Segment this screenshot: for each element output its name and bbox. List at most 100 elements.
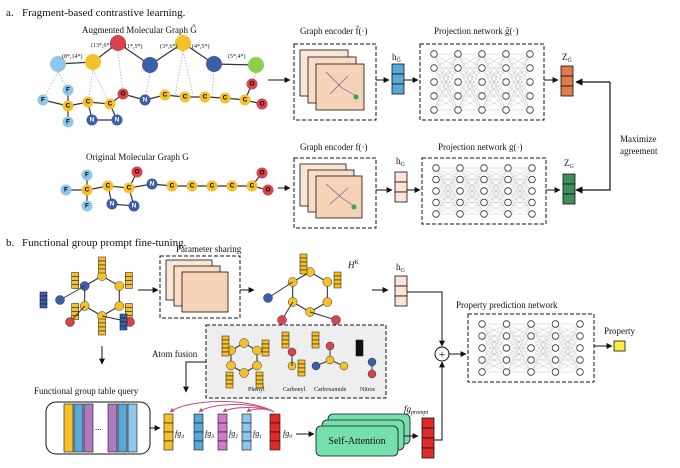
projection-aug-title: Projection network g̃(·) — [434, 26, 518, 36]
network-node — [480, 210, 488, 218]
svg-text:O: O — [249, 81, 254, 88]
arrow — [183, 361, 206, 393]
atom-node: O — [256, 98, 268, 110]
network-node — [478, 106, 486, 114]
svg-text:C: C — [183, 94, 188, 101]
svg-text:F: F — [64, 187, 68, 194]
network-node — [528, 164, 536, 172]
property-label: Property — [604, 326, 635, 336]
network-node — [478, 332, 486, 340]
svg-text:N: N — [132, 203, 137, 210]
network-node — [478, 368, 486, 376]
network-node — [502, 344, 511, 352]
table-query-label: Functional group table query — [34, 386, 139, 396]
svg-text:F: F — [41, 97, 45, 104]
svg-text:C: C — [203, 94, 208, 101]
atom-node: F — [62, 84, 74, 96]
atom-node: F — [60, 184, 72, 196]
network-node — [430, 64, 438, 72]
svg-text:F: F — [66, 87, 70, 94]
fragment-node — [110, 35, 126, 51]
network-node — [480, 164, 488, 172]
svg-text:N: N — [143, 97, 148, 104]
fragment-node — [248, 57, 264, 73]
atom-node: C — [82, 96, 94, 108]
atom-node: O — [256, 167, 268, 179]
network-node — [527, 356, 535, 364]
h-orig-label: hG — [396, 156, 406, 168]
hg-label: hG — [396, 262, 406, 274]
atom-node: F — [81, 200, 93, 212]
svg-text:C: C — [223, 95, 228, 102]
atom-node: O — [117, 88, 129, 100]
atom-node: C — [102, 180, 114, 192]
atom-node: C — [226, 180, 238, 192]
network-node — [430, 106, 438, 114]
network-node — [456, 210, 464, 218]
arrow — [434, 361, 445, 441]
network-node — [526, 50, 534, 58]
atom-node: C — [206, 180, 218, 192]
original-graph-label: Original Molecular Graph G — [86, 152, 189, 162]
network-node — [478, 92, 486, 100]
fragment-edge-label: (8*,14*) — [62, 53, 83, 60]
h-aug-label: hG̃ — [392, 52, 402, 64]
network-node — [502, 50, 510, 58]
network-node — [504, 210, 512, 218]
network-node — [480, 175, 488, 184]
shared-graph-encoder — [159, 255, 241, 319]
svg-text:C: C — [250, 183, 255, 190]
network-node — [454, 78, 462, 86]
svg-text:C: C — [230, 183, 235, 190]
network-node — [478, 78, 486, 86]
svg-text:O: O — [259, 101, 264, 108]
network-node — [551, 344, 560, 352]
atom-node — [114, 301, 125, 311]
atom-node: O — [246, 78, 258, 90]
network-node — [576, 356, 584, 364]
fg-token-3 — [193, 413, 204, 451]
network-node — [504, 164, 512, 172]
atom-node: C — [219, 92, 231, 104]
fg-label-4: fg4 — [175, 429, 184, 440]
network-node — [527, 368, 535, 376]
concat-plus: + — [434, 346, 450, 362]
table-ellipsis: ... — [95, 422, 102, 432]
z-aug-label: ZG̃ — [562, 52, 573, 64]
atom-node: C — [123, 182, 135, 194]
fg-label-0: fg0 — [283, 429, 292, 440]
atom-node — [239, 368, 249, 378]
agreement-label: agreement — [620, 146, 658, 156]
atom-node: C — [199, 91, 211, 103]
fragment-node — [85, 54, 101, 70]
network-node — [454, 106, 462, 114]
network-node — [430, 78, 438, 86]
network-node — [526, 106, 534, 114]
atom-fusion-label: Atom fusion — [152, 349, 198, 359]
svg-text:O: O — [265, 187, 270, 194]
atom-node: N — [128, 200, 140, 212]
self-attention-block — [315, 413, 411, 457]
z-aug-vector — [560, 65, 574, 97]
panel-a-letter: a. — [6, 7, 14, 19]
atom-node: C — [81, 184, 93, 196]
svg-text:F: F — [66, 119, 70, 126]
original-molecule: F C F F C C N N O N C C C C C O O — [60, 166, 274, 212]
graph-encoder-orig-title: Graph encoder f(·) — [300, 142, 367, 152]
network-node — [502, 106, 510, 114]
network-node — [502, 356, 511, 364]
network-node — [432, 175, 440, 184]
network-node — [526, 64, 534, 72]
z-orig-vector — [562, 173, 576, 205]
atom-node: C — [239, 94, 251, 106]
atom-node — [252, 360, 262, 371]
group-label-nitros: Nitros — [360, 387, 376, 393]
atom-node: C — [159, 89, 171, 101]
atom-node: C — [246, 180, 258, 192]
fragment-edge-label: (4*,5*) — [192, 43, 210, 50]
arrow — [407, 291, 445, 347]
projection-network-orig — [421, 157, 547, 225]
property-prediction-network — [467, 313, 595, 383]
svg-text:C: C — [190, 183, 195, 190]
network-node — [504, 187, 512, 195]
